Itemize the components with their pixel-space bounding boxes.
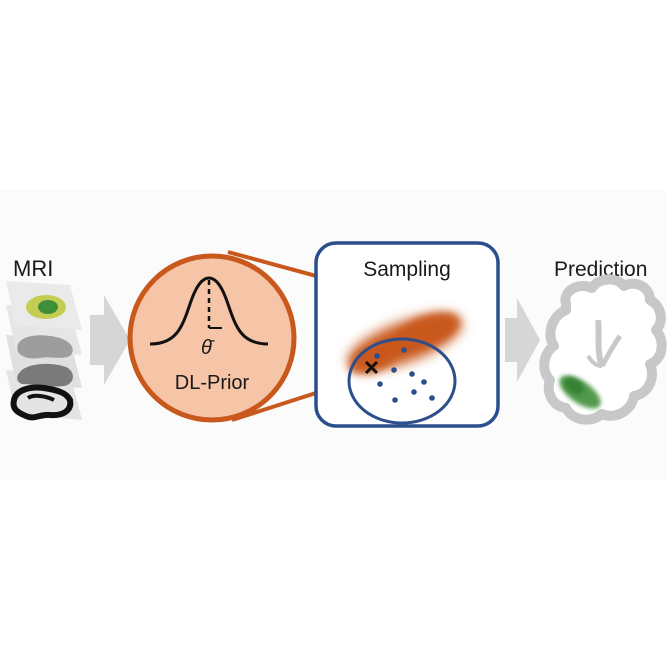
mri-slice-stack-icon: [6, 281, 82, 421]
flow-arrow-1: [90, 295, 130, 385]
cross-marker-icon: [364, 360, 379, 375]
sample-point: [411, 389, 417, 395]
brain-outline-icon: [539, 274, 667, 425]
sample-point: [377, 381, 383, 387]
sampling-label: Sampling: [363, 258, 451, 281]
sample-points: [374, 347, 435, 403]
black-segmentation: [10, 384, 74, 421]
flow-arrow-2: [505, 298, 540, 382]
prior-label: DL-Prior: [175, 372, 250, 394]
sample-point: [409, 371, 415, 377]
sample-point: [391, 367, 397, 373]
predicted-lesion-core: [564, 377, 584, 395]
prediction-label: Prediction: [554, 258, 647, 281]
sample-point: [421, 379, 427, 385]
grey-mask: [17, 335, 73, 359]
sample-point: [429, 395, 435, 401]
theta-bar-label: θ̄: [201, 337, 215, 359]
mri-label: MRI: [13, 256, 53, 281]
gaussian-curve-icon: [149, 276, 269, 346]
sample-point: [401, 347, 407, 353]
sample-point: [392, 397, 398, 403]
lesion-inner: [38, 300, 58, 314]
grey-contour: [17, 363, 73, 387]
sample-point: [374, 353, 380, 359]
sample-region: [347, 337, 457, 425]
prior-circle: [127, 253, 297, 423]
black-segmentation-inner: [26, 393, 55, 402]
